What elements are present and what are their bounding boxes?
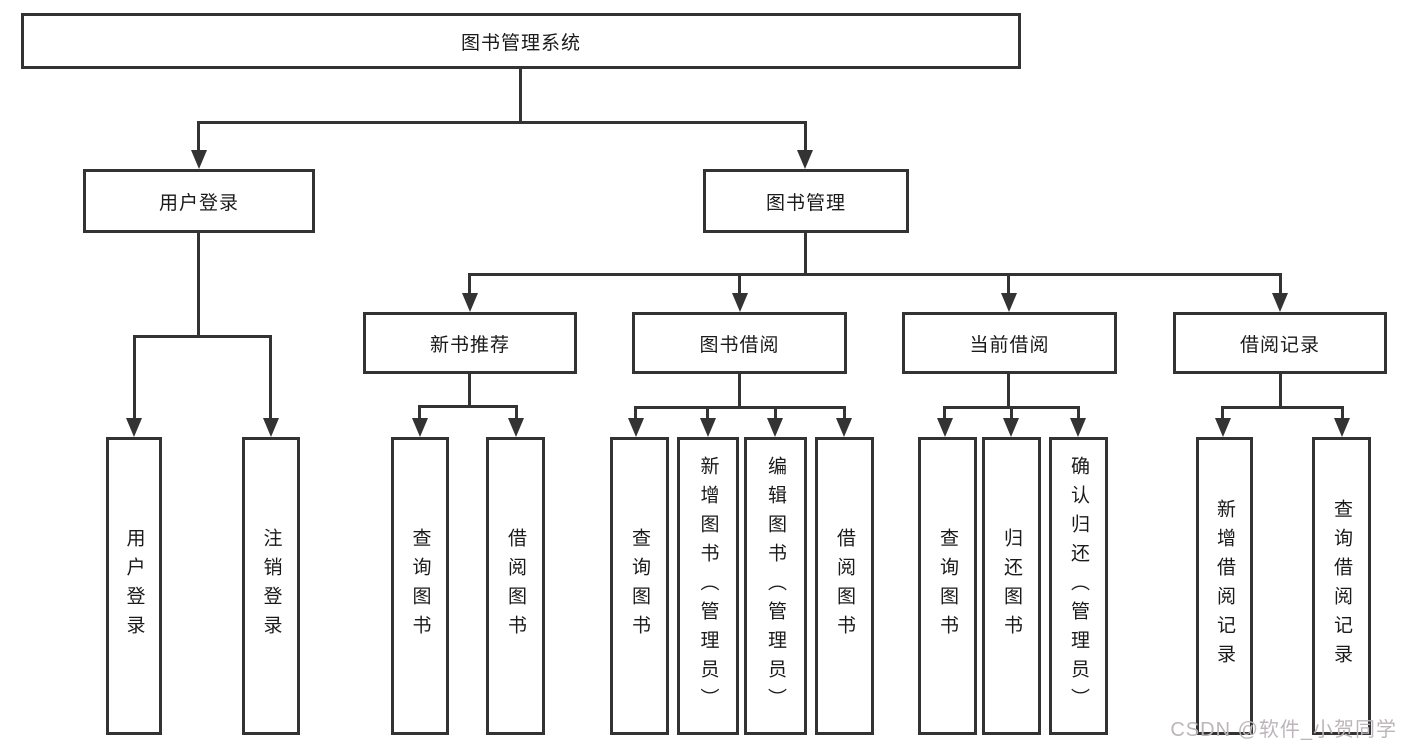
connector-nb-rail (418, 405, 518, 408)
arrowhead-down-icon (1272, 293, 1288, 312)
node-user-login: 用户登录 (83, 169, 315, 233)
leaf-nb-query-book: 查询图书 (391, 437, 449, 735)
connector-l3-rail (468, 273, 1282, 276)
connector-bb-stem1 (634, 406, 637, 418)
connector-l3-stem4 (1279, 273, 1282, 293)
leaf-user-login: 用户登录 (106, 437, 162, 735)
connector-l3-stem1 (468, 273, 471, 293)
connector-ul-stem2 (269, 335, 272, 418)
connector-cb-stem (1007, 374, 1010, 406)
arrowhead-down-icon (508, 418, 524, 437)
leaf-cb-return-book: 归还图书 (982, 437, 1041, 735)
connector-nb-stem (468, 374, 471, 405)
leaf-nb-borrow-book-label: 借阅图书 (505, 528, 526, 644)
connector-bb-stem3 (774, 406, 777, 418)
leaf-bb-query-book: 查询图书 (610, 437, 669, 735)
arrowhead-down-icon (767, 418, 783, 437)
connector-cb-stem2 (1010, 406, 1013, 418)
arrowhead-down-icon (462, 293, 478, 312)
leaf-cb-query-book-label: 查询图书 (937, 528, 958, 644)
node-book-mgmt: 图书管理 (703, 169, 909, 233)
connector-br-stem2 (1341, 406, 1344, 418)
connector-br-rail (1221, 406, 1344, 409)
connector-nb-stem1 (418, 405, 421, 418)
arrowhead-down-icon (191, 150, 207, 169)
csdn-watermark: CSDN @软件_小贺同学 (1170, 719, 1397, 741)
connector-l3-stem3 (1007, 273, 1010, 293)
leaf-br-add-record-label: 新增借阅记录 (1214, 499, 1235, 673)
arrowhead-down-icon (732, 293, 748, 312)
leaf-nb-query-book-label: 查询图书 (409, 528, 431, 644)
arrowhead-down-icon (1334, 418, 1350, 437)
leaf-logout: 注销登录 (242, 437, 300, 735)
leaf-bb-query-book-label: 查询图书 (629, 528, 650, 644)
arrowhead-down-icon (412, 418, 428, 437)
arrowhead-down-icon (836, 418, 852, 437)
connector-l2-rail (197, 121, 807, 124)
connector-br-stem1 (1221, 406, 1224, 418)
arrowhead-down-icon (797, 150, 813, 169)
arrowhead-down-icon (1001, 293, 1017, 312)
connector-l2-stem-left (197, 121, 200, 151)
node-book-mgmt-label: 图书管理 (765, 192, 846, 214)
leaf-br-query-record: 查询借阅记录 (1312, 437, 1371, 735)
node-new-book-rec-label: 新书推荐 (429, 334, 510, 356)
connector-ul-stem1 (133, 335, 136, 418)
leaf-cb-return-book-label: 归还图书 (1001, 528, 1022, 644)
node-current-borrow: 当前借阅 (902, 312, 1117, 374)
arrowhead-down-icon (700, 418, 716, 437)
arrowhead-down-icon (1215, 418, 1231, 437)
leaf-bb-add-book-admin: 新增图书（管理员） (677, 437, 739, 735)
arrowhead-down-icon (126, 418, 142, 437)
leaf-bb-edit-book-admin-label: 编辑图书（管理员） (765, 455, 786, 717)
connector-bb-stem (738, 374, 741, 406)
connector-root-stem (519, 68, 522, 122)
connector-cb-stem1 (943, 406, 946, 418)
leaf-bb-add-book-admin-label: 新增图书（管理员） (697, 455, 719, 717)
connector-l3-stem2 (738, 273, 741, 293)
leaf-logout-label: 注销登录 (260, 528, 282, 644)
node-borrow-record-label: 借阅记录 (1239, 334, 1320, 356)
connector-ul-stem (197, 233, 200, 335)
connector-br-stem (1279, 374, 1282, 406)
leaf-cb-query-book: 查询图书 (918, 437, 977, 735)
node-book-borrow: 图书借阅 (632, 312, 847, 374)
connector-ul-rail (133, 335, 272, 338)
arrowhead-down-icon (1003, 418, 1019, 437)
connector-bm-stem (804, 233, 807, 273)
connector-l2-stem-right (804, 121, 807, 151)
arrowhead-down-icon (263, 418, 279, 437)
arrowhead-down-icon (937, 418, 953, 437)
node-root: 图书管理系统 (21, 13, 1021, 69)
connector-bb-stem4 (843, 406, 846, 418)
leaf-cb-confirm-return-admin: 确认归还（管理员） (1049, 437, 1108, 735)
leaf-bb-edit-book-admin: 编辑图书（管理员） (744, 437, 807, 735)
node-user-login-label: 用户登录 (158, 192, 239, 214)
node-current-borrow-label: 当前借阅 (969, 334, 1050, 356)
leaf-br-query-record-label: 查询借阅记录 (1331, 499, 1352, 673)
node-root-label: 图书管理系统 (460, 32, 581, 54)
connector-bb-stem2 (706, 406, 709, 418)
connector-bb-rail (634, 406, 846, 409)
leaf-br-add-record: 新增借阅记录 (1196, 437, 1253, 735)
leaf-bb-borrow-book-label: 借阅图书 (834, 528, 855, 644)
leaf-bb-borrow-book: 借阅图书 (815, 437, 874, 735)
node-borrow-record: 借阅记录 (1173, 312, 1387, 374)
connector-nb-stem2 (515, 405, 518, 418)
leaf-cb-confirm-return-admin-label: 确认归还（管理员） (1068, 455, 1089, 717)
node-new-book-rec: 新书推荐 (363, 312, 577, 374)
node-book-borrow-label: 图书借阅 (699, 334, 780, 356)
leaf-user-login-label: 用户登录 (123, 528, 145, 644)
arrowhead-down-icon (1070, 418, 1086, 437)
arrowhead-down-icon (628, 418, 644, 437)
connector-cb-stem3 (1077, 406, 1080, 418)
leaf-nb-borrow-book: 借阅图书 (486, 437, 545, 735)
